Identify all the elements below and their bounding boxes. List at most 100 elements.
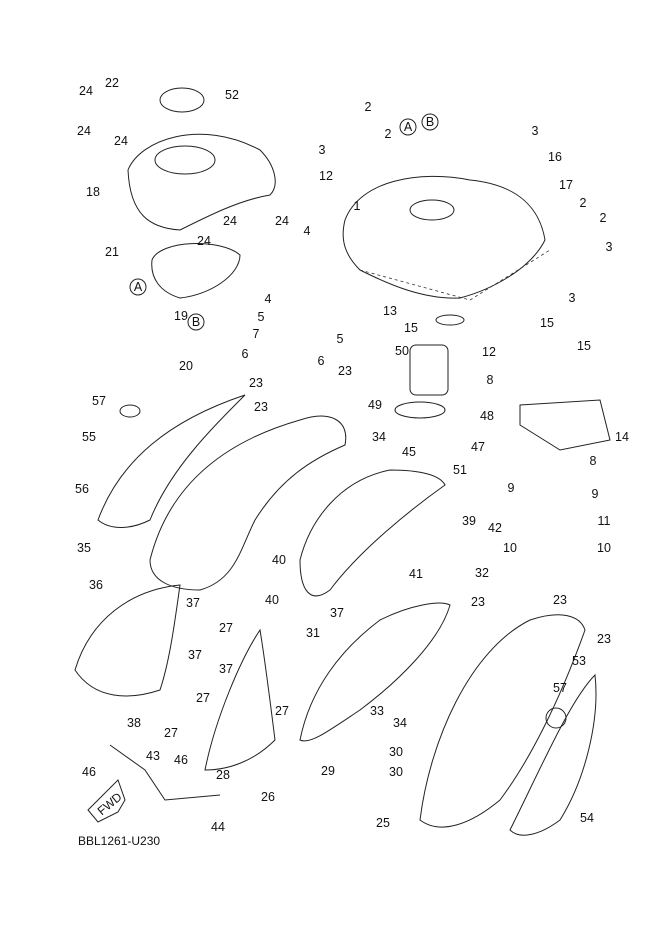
callout-23: 23	[254, 400, 268, 414]
callout-6: 6	[318, 354, 325, 368]
callout-5: 5	[337, 332, 344, 346]
callout-10: 10	[597, 541, 611, 555]
callout-49: 49	[368, 398, 382, 412]
callout-50: 50	[395, 344, 409, 358]
callout-30: 30	[389, 765, 403, 779]
callout-51: 51	[453, 463, 467, 477]
side-panel-56	[97, 394, 246, 528]
callout-5: 5	[258, 310, 265, 324]
callout-33: 33	[370, 704, 384, 718]
callout-45: 45	[402, 445, 416, 459]
callout-29: 29	[321, 764, 335, 778]
callout-42: 42	[488, 521, 502, 535]
callout-24: 24	[79, 84, 93, 98]
callout-18: 18	[86, 185, 100, 199]
callout-55: 55	[82, 430, 96, 444]
callout-2: 2	[580, 196, 587, 210]
part-outlines	[74, 87, 611, 836]
callout-23: 23	[249, 376, 263, 390]
callout-39: 39	[462, 514, 476, 528]
callout-36: 36	[89, 578, 103, 592]
panel-29	[299, 602, 451, 742]
filler-cup	[151, 243, 241, 299]
callout-17: 17	[559, 178, 573, 192]
callout-3: 3	[606, 240, 613, 254]
callout-8: 8	[590, 454, 597, 468]
callout-47: 47	[471, 440, 485, 454]
callout-24: 24	[197, 234, 211, 248]
tank-cover-outline	[127, 133, 276, 231]
callout-28: 28	[216, 768, 230, 782]
callout-21: 21	[105, 245, 119, 259]
reference-circle	[399, 118, 417, 136]
callout-9: 9	[592, 487, 599, 501]
callout-1: 1	[354, 199, 361, 213]
reference-circle	[187, 313, 205, 331]
callout-27: 27	[219, 621, 233, 635]
callout-19: 19	[174, 309, 188, 323]
callout-10: 10	[503, 541, 517, 555]
callout-12: 12	[482, 345, 496, 359]
callout-24: 24	[223, 214, 237, 228]
callout-24: 24	[77, 124, 91, 138]
grommet-57	[119, 404, 141, 418]
callout-43: 43	[146, 749, 160, 763]
fuel-tank-outline	[342, 175, 546, 299]
callout-34: 34	[372, 430, 386, 444]
callout-4: 4	[304, 224, 311, 238]
callout-4: 4	[265, 292, 272, 306]
emblem-54	[509, 673, 597, 836]
callout-48: 48	[480, 409, 494, 423]
callout-27: 27	[196, 691, 210, 705]
callout-46: 46	[82, 765, 96, 779]
callout-37: 37	[330, 606, 344, 620]
callout-44: 44	[211, 820, 225, 834]
callout-16: 16	[548, 150, 562, 164]
callout-22: 22	[105, 76, 119, 90]
callout-23: 23	[471, 595, 485, 609]
fwd-arrow: FWD	[87, 779, 126, 823]
callout-2: 2	[600, 211, 607, 225]
callout-20: 20	[179, 359, 193, 373]
emblem-57	[545, 707, 567, 729]
bracket	[519, 399, 611, 451]
callout-38: 38	[127, 716, 141, 730]
callout-31: 31	[306, 626, 320, 640]
callout-23: 23	[338, 364, 352, 378]
callout-26: 26	[261, 790, 275, 804]
callout-27: 27	[164, 726, 178, 740]
callout-41: 41	[409, 567, 423, 581]
callout-23: 23	[597, 632, 611, 646]
callout-40: 40	[265, 593, 279, 607]
callout-A: A	[404, 120, 413, 134]
callout-24: 24	[275, 214, 289, 228]
callout-46: 46	[174, 753, 188, 767]
callout-15: 15	[404, 321, 418, 335]
callout-8: 8	[487, 373, 494, 387]
callout-34: 34	[393, 716, 407, 730]
callout-57: 57	[553, 681, 567, 695]
callout-37: 37	[188, 648, 202, 662]
callout-25: 25	[376, 816, 390, 830]
callout-6: 6	[242, 347, 249, 361]
panel-26	[204, 628, 276, 771]
pump-seal	[435, 314, 465, 326]
fuel-pump	[409, 344, 449, 396]
callout-35: 35	[77, 541, 91, 555]
callout-52: 52	[225, 88, 239, 102]
pump-gasket	[394, 401, 446, 419]
reference-circle	[129, 278, 147, 296]
callout-13: 13	[383, 304, 397, 318]
side-cover-front	[149, 415, 347, 591]
callout-37: 37	[219, 662, 233, 676]
diagram-code: BBL1261-U230	[78, 834, 160, 848]
callout-3: 3	[319, 143, 326, 157]
fwd-label: FWD	[95, 790, 125, 819]
callout-2: 2	[385, 127, 392, 141]
callout-57: 57	[92, 394, 106, 408]
callout-7: 7	[253, 327, 260, 341]
callout-A: A	[134, 280, 143, 294]
